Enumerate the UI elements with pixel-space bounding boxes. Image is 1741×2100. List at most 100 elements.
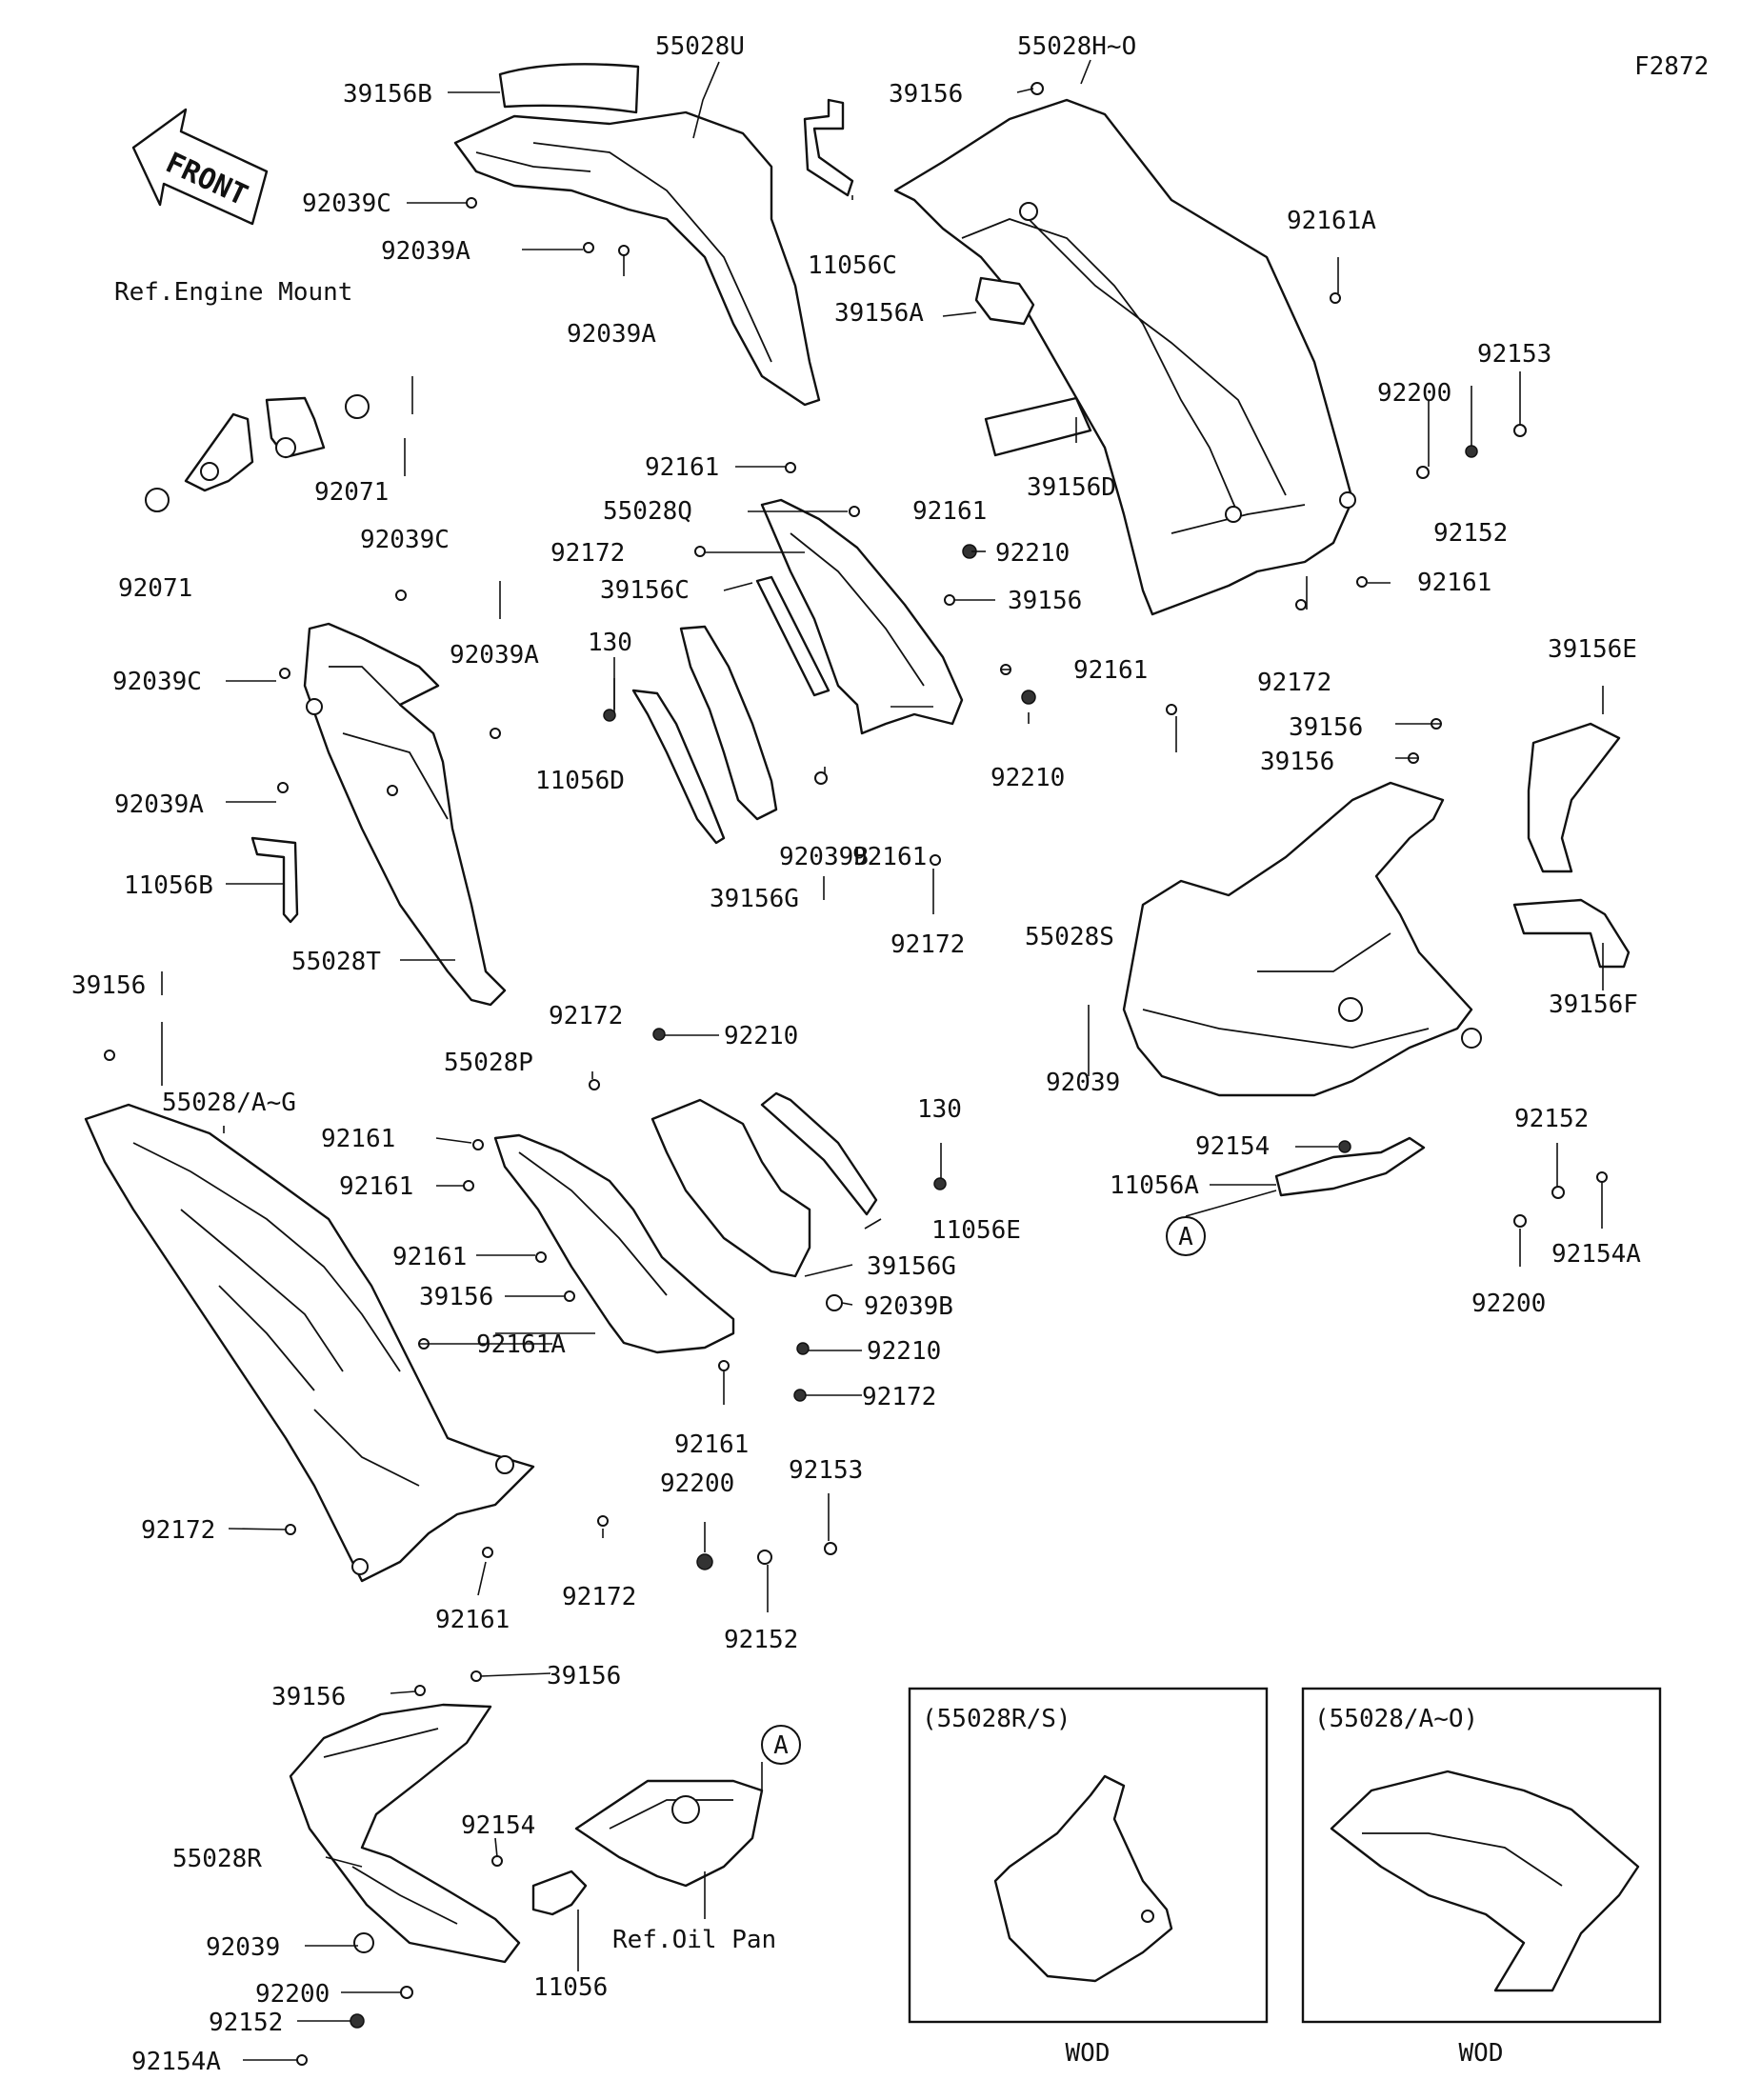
callout-a-letter: A bbox=[1178, 1223, 1193, 1251]
part-label: 55028T bbox=[291, 948, 381, 976]
part-label: 39156D bbox=[1027, 473, 1116, 502]
figure-code: F2872 bbox=[1634, 52, 1709, 81]
part-label: 39156 bbox=[889, 80, 963, 109]
callout-a-upper: A bbox=[1166, 1216, 1206, 1256]
callout-a-lower: A bbox=[761, 1725, 801, 1765]
part-label: 92172 bbox=[550, 539, 625, 568]
part-label: 92172 bbox=[1257, 669, 1331, 697]
part-label: 39156E bbox=[1548, 635, 1637, 664]
part-label: 92161 bbox=[392, 1243, 467, 1271]
part-label: 92200 bbox=[1377, 379, 1451, 408]
panel-55028p bbox=[493, 1133, 735, 1354]
part-label: 92039B bbox=[864, 1292, 953, 1321]
variant-box-55028rs: (55028R/S) WOD bbox=[908, 1687, 1269, 2068]
part-label: 92172 bbox=[549, 1002, 623, 1030]
part-label: 39156A bbox=[834, 299, 924, 328]
part-label: 55028R bbox=[172, 1845, 262, 1873]
part-label: 11056E bbox=[931, 1216, 1021, 1245]
part-label: 92152 bbox=[1433, 519, 1508, 548]
part-label: 11056A bbox=[1110, 1171, 1199, 1200]
part-label: 92210 bbox=[991, 764, 1065, 792]
part-label: 92039C bbox=[112, 668, 202, 696]
part-label: 92154 bbox=[1195, 1132, 1270, 1161]
part-label: 92200 bbox=[1471, 1290, 1546, 1318]
part-label: 39156F bbox=[1549, 990, 1638, 1019]
part-label: 92153 bbox=[1477, 340, 1551, 369]
part-label: 39156 bbox=[71, 971, 146, 1000]
part-label: 92210 bbox=[995, 539, 1070, 568]
part-label: 92039 bbox=[1046, 1069, 1120, 1097]
part-label: 39156C bbox=[600, 576, 690, 605]
panel-55028t bbox=[303, 622, 507, 1007]
pad-39156g-upper bbox=[679, 625, 778, 821]
pad-39156e bbox=[1527, 722, 1621, 873]
variant-box-caption: WOD bbox=[1066, 2039, 1111, 2068]
part-label: 92210 bbox=[724, 1022, 798, 1050]
part-label: 55028H~O bbox=[1017, 32, 1136, 61]
variant-box-title: (55028/A~O) bbox=[1314, 1705, 1478, 1733]
part-label: 92071 bbox=[314, 478, 389, 507]
part-label: 92039B bbox=[779, 843, 869, 871]
panel-55028u bbox=[453, 110, 821, 407]
part-label: 92172 bbox=[862, 1383, 936, 1411]
variant-box-title: (55028R/S) bbox=[922, 1705, 1071, 1733]
part-label: 92200 bbox=[255, 1980, 330, 2009]
strip-39156c bbox=[755, 575, 830, 697]
engine-mount bbox=[145, 394, 370, 512]
part-label: 92200 bbox=[660, 1470, 734, 1498]
part-label: 92161A bbox=[1287, 207, 1376, 235]
part-label: 92039A bbox=[381, 237, 470, 266]
part-label: 92172 bbox=[562, 1583, 636, 1611]
part-label: 11056C bbox=[808, 251, 897, 280]
part-label: 92161 bbox=[435, 1606, 510, 1634]
part-label: 92161 bbox=[1417, 569, 1491, 597]
ref-oil-pan: Ref.Oil Pan bbox=[612, 1926, 776, 1954]
front-arrow: FRONT bbox=[131, 108, 269, 226]
pad-39156b bbox=[498, 63, 640, 114]
part-label: 130 bbox=[588, 629, 632, 657]
part-label: 92172 bbox=[141, 1516, 215, 1545]
ref-engine-mount: Ref.Engine Mount bbox=[114, 278, 352, 307]
part-label: 11056B bbox=[124, 871, 213, 900]
part-label: 39156G bbox=[710, 885, 799, 913]
cowl-55028s bbox=[1122, 781, 1482, 1097]
part-label: 55028/A~G bbox=[162, 1089, 296, 1117]
part-label: 92161 bbox=[645, 453, 719, 482]
bracket-11056 bbox=[531, 1870, 588, 1916]
part-label: 39156 bbox=[271, 1683, 346, 1711]
part-label: 92152 bbox=[1514, 1105, 1589, 1133]
pad-39156f bbox=[1512, 898, 1631, 969]
part-label: 39156G bbox=[867, 1252, 956, 1281]
oil-pan bbox=[574, 1779, 764, 1888]
part-label: 92161A bbox=[476, 1330, 566, 1359]
panel-55028q bbox=[760, 498, 964, 735]
part-label: 92039C bbox=[302, 190, 391, 218]
part-label: 11056 bbox=[533, 1973, 608, 2002]
part-label: 39156 bbox=[1260, 748, 1334, 776]
pad-39156g-lower bbox=[650, 1098, 811, 1278]
part-label: 39156 bbox=[547, 1662, 621, 1690]
part-label: 92161 bbox=[912, 497, 987, 526]
callout-a-letter: A bbox=[773, 1731, 789, 1760]
part-label: 92039A bbox=[567, 320, 656, 349]
bracket-11056b bbox=[250, 836, 299, 924]
cowl-55028h-o bbox=[893, 98, 1356, 616]
part-label: 92161 bbox=[852, 843, 927, 871]
part-label: 92039 bbox=[206, 1933, 280, 1962]
part-label: 39156 bbox=[419, 1283, 493, 1311]
part-label: 92071 bbox=[118, 574, 192, 603]
part-label: 92161 bbox=[674, 1430, 749, 1459]
pad-39156d bbox=[984, 396, 1092, 457]
cowl-55028-a-g bbox=[84, 1103, 535, 1583]
part-label: 92152 bbox=[209, 2009, 283, 2037]
part-label: 39156 bbox=[1008, 587, 1082, 615]
part-label: 92154A bbox=[1551, 1240, 1641, 1269]
part-label: 39156B bbox=[343, 80, 432, 109]
part-label: 92039C bbox=[360, 526, 450, 554]
part-label: 92154 bbox=[461, 1811, 535, 1840]
part-label: 55028U bbox=[655, 32, 745, 61]
part-label: 11056D bbox=[535, 767, 625, 795]
variant-box-55028a-o: (55028/A~O) WOD bbox=[1301, 1687, 1662, 2068]
cowl-55028r bbox=[289, 1703, 521, 1964]
